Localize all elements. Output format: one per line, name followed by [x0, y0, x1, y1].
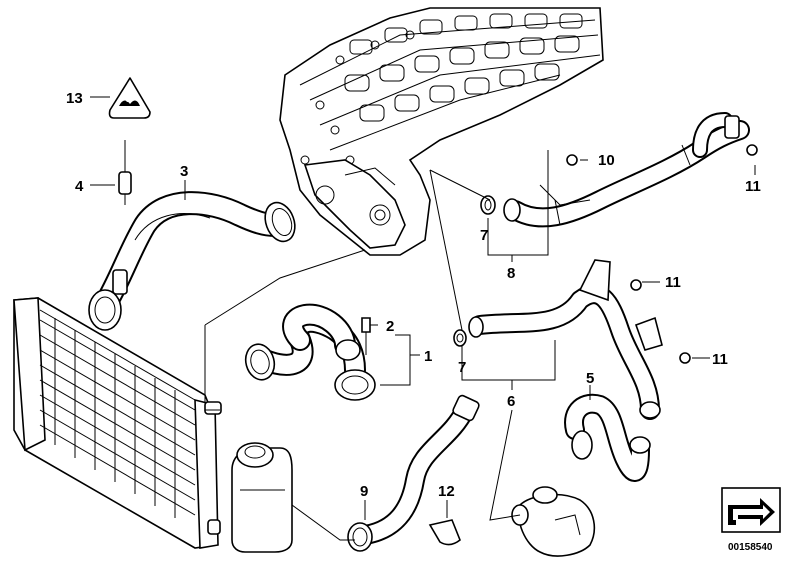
hose-6-assembly	[453, 259, 691, 420]
callout-2: 2	[386, 318, 394, 335]
callout-11-middle: 11	[665, 274, 681, 291]
callout-10: 10	[598, 152, 615, 169]
callout-6: 6	[507, 393, 515, 410]
callout-8: 8	[507, 265, 515, 282]
hose-5	[564, 393, 651, 482]
hose-3-upper-radiator	[88, 191, 296, 331]
callout-12: 12	[438, 483, 455, 500]
callout-7-lower: 7	[458, 359, 466, 376]
callout-7-upper: 7	[480, 227, 488, 244]
hose-9	[347, 394, 480, 552]
expansion-tank	[231, 442, 293, 553]
callout-1: 1	[424, 348, 432, 365]
hose-8-assembly	[480, 112, 758, 228]
radiator	[13, 297, 222, 549]
callout-labels: 13 4 3 2 1 10 11 7 8 11 7 11 5 6 9 12	[66, 90, 761, 500]
callout-5: 5	[586, 370, 594, 387]
callout-11-top: 11	[745, 178, 761, 195]
hose-1-assembly	[244, 303, 376, 401]
electric-water-pump	[511, 486, 596, 557]
callout-3: 3	[180, 163, 188, 180]
engine-cylinder-head	[279, 7, 604, 256]
clip-12	[428, 519, 461, 546]
part-code: 00158540	[728, 542, 773, 553]
callout-13: 13	[66, 90, 83, 107]
triangle-warning-icon	[108, 77, 151, 119]
view-direction-arrow-icon	[721, 487, 781, 533]
leader-lines	[90, 96, 756, 541]
callout-11-lower: 11	[712, 351, 728, 368]
callout-4: 4	[75, 178, 84, 195]
temperature-sensor	[118, 140, 132, 205]
callout-9: 9	[360, 483, 368, 500]
